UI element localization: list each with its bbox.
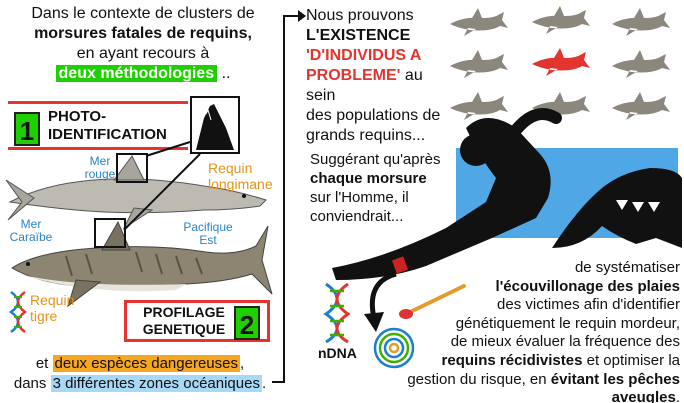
dna-icon [8,290,28,334]
intro-line-3: en ayant recours à [76,45,210,62]
zones-highlight: 3 différentes zones océaniques [50,375,262,392]
photo-connector-lines [123,141,201,231]
method-2-number: 2 [234,306,260,340]
intro-line-1: Dans le contexte de clusters de [31,5,255,22]
tiger-shark-illustration [11,220,273,308]
intro-line-2: morsures fatales de requins, [34,25,252,42]
fin-highlight-box-1 [116,153,148,183]
intro-line-4: deux méthodologies .. [12,64,274,84]
process-arrows [364,271,397,332]
species-line: et deux espèces dangereuses, [35,355,245,372]
method-1-topline [8,101,188,104]
dna-helix-icon [323,282,351,344]
methodologies-highlight: deux méthodologies [55,65,218,82]
connector-arrow [272,10,306,383]
swab-icon [399,284,466,319]
method-1-number: 1 [14,112,40,146]
oceanic-whitetip-shark-illustration [5,155,267,230]
species-highlight: deux espèces dangereuses [52,355,240,372]
conclusion-text: de systématiser l'écouvillonage des plai… [407,259,680,403]
intro-text: Dans le contexte de clusters de morsures… [12,4,274,84]
method-1-label: PHOTO-IDENTIFICATION [48,108,167,143]
bottom-left-text: et deux espèces dangereuses, dans 3 diff… [4,354,276,394]
ndna-label: nDNA [318,345,357,361]
suggestion-text: Suggérant qu'après chaque morsure sur l'… [310,151,441,225]
shark-attack-silhouette [332,108,682,280]
fingerprint-icon [373,327,415,369]
right-top-text: Nous prouvons L'EXISTENCE 'D'INDIVIDUS A… [306,7,441,144]
zones-line: dans 3 différentes zones océaniques. [13,375,267,392]
fin-highlight-box-2 [94,218,126,248]
dorsal-fin-photo [190,96,240,154]
